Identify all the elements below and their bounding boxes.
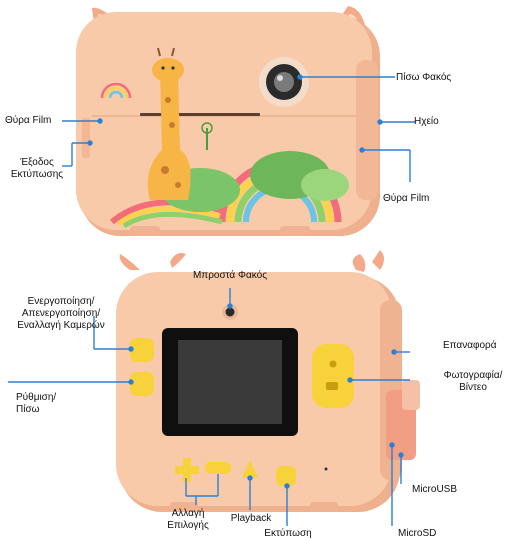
- giraffe-illustration: [147, 47, 191, 200]
- playback-button[interactable]: [242, 460, 258, 478]
- camera-icon: [329, 360, 337, 368]
- label-settings-line1: Ρύθμιση/: [16, 392, 57, 403]
- label-print-exit: Έξοδος Εκτύπωσης: [10, 157, 64, 181]
- print-button[interactable]: [276, 466, 296, 486]
- label-power-line1: Ενεργοποίηση/: [27, 296, 95, 307]
- settings-button[interactable]: [130, 372, 154, 396]
- camera-rear-view: [76, 6, 380, 236]
- label-microusb: MicroUSB: [412, 484, 458, 495]
- select-button[interactable]: [205, 462, 231, 474]
- label-select-line2: Επιλογής: [167, 520, 209, 531]
- label-print: Εκτύπωση: [264, 528, 312, 539]
- label-power-line2: Απενεργοποίηση/: [21, 308, 101, 319]
- label-film-door-right: Θύρα Film: [383, 193, 430, 204]
- label-select: Αλλαγή Επιλογής: [160, 508, 216, 532]
- power-button[interactable]: [130, 338, 154, 362]
- print-slot: [140, 113, 260, 116]
- video-icon: [326, 382, 338, 390]
- label-settings-line2: Πίσω: [16, 404, 40, 415]
- label-power-line3: Εναλλαγή Καμερών: [17, 320, 105, 331]
- label-front-lens: Μπροστά Φακός: [192, 270, 268, 281]
- label-print-exit-line1: Έξοδος: [20, 157, 54, 168]
- label-photo-video-line1: Φωτογραφία/: [443, 370, 503, 381]
- photo-video-button-group[interactable]: [312, 344, 354, 408]
- label-photo-video: Φωτογραφία/ Βίντεο: [430, 370, 516, 394]
- label-reset: Επαναφορά: [443, 340, 497, 351]
- front-lens-icon: [225, 307, 235, 317]
- callout-lines: [8, 74, 415, 526]
- camera-front-view: [116, 250, 420, 512]
- label-power: Ενεργοποίηση/ Απενεργοποίηση/ Εναλλαγή Κ…: [2, 296, 120, 332]
- label-photo-video-line2: Βίντεο: [459, 382, 487, 393]
- label-playback: Playback: [230, 513, 272, 524]
- label-speaker: Ηχείο: [414, 116, 439, 127]
- label-film-door-left: Θύρα Film: [5, 115, 52, 126]
- label-microsd: MicroSD: [398, 528, 437, 539]
- label-select-line1: Αλλαγή: [171, 508, 205, 519]
- dpad-icon[interactable]: [175, 458, 199, 482]
- label-settings: Ρύθμιση/ Πίσω: [16, 392, 56, 416]
- label-print-exit-line2: Εκτύπωσης: [10, 169, 64, 180]
- label-rear-lens: Πίσω Φακός: [396, 72, 452, 83]
- reset-hole: [324, 467, 328, 471]
